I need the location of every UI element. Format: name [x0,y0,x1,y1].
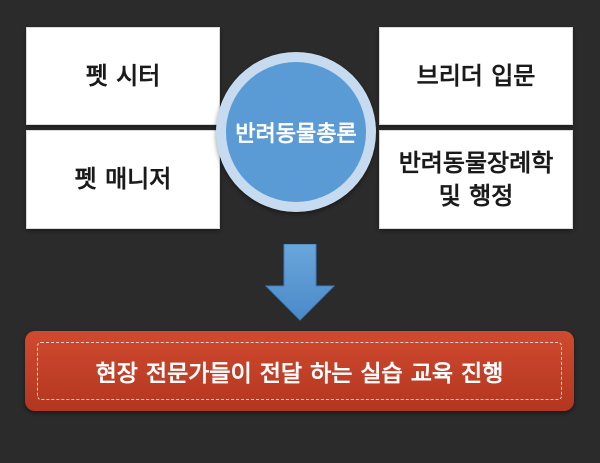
box-breeder-intro-label: 브리더 입문 [416,61,536,90]
banner-label: 현장 전문가들이 전달 하는 실습 교육 진행 [95,361,504,387]
box-pet-funeral-label: 반려동물장례학 및 행정 [399,147,554,212]
center-circle: 반려동물총론 [216,52,376,212]
box-breeder-intro: 브리더 입문 [379,27,573,125]
box-pet-funeral-line1: 반려동물장례학 [398,149,554,178]
center-circle-label: 반려동물총론 [235,122,357,147]
box-pet-sitter-label: 펫 시터 [85,61,161,90]
down-arrow-icon [264,244,336,321]
box-pet-funeral-line2: 및 행정 [438,181,514,210]
box-pet-funeral: 반려동물장례학 및 행정 [379,130,573,229]
box-pet-manager-label: 펫 매니저 [74,165,172,194]
center-circle-core: 반려동물총론 [226,62,366,202]
practical-training-banner: 현장 전문가들이 전달 하는 실습 교육 진행 [25,331,574,411]
box-pet-manager: 펫 매니저 [26,130,220,229]
box-pet-sitter: 펫 시터 [26,27,220,125]
banner-dashed-frame: 현장 전문가들이 전달 하는 실습 교육 진행 [37,342,562,400]
